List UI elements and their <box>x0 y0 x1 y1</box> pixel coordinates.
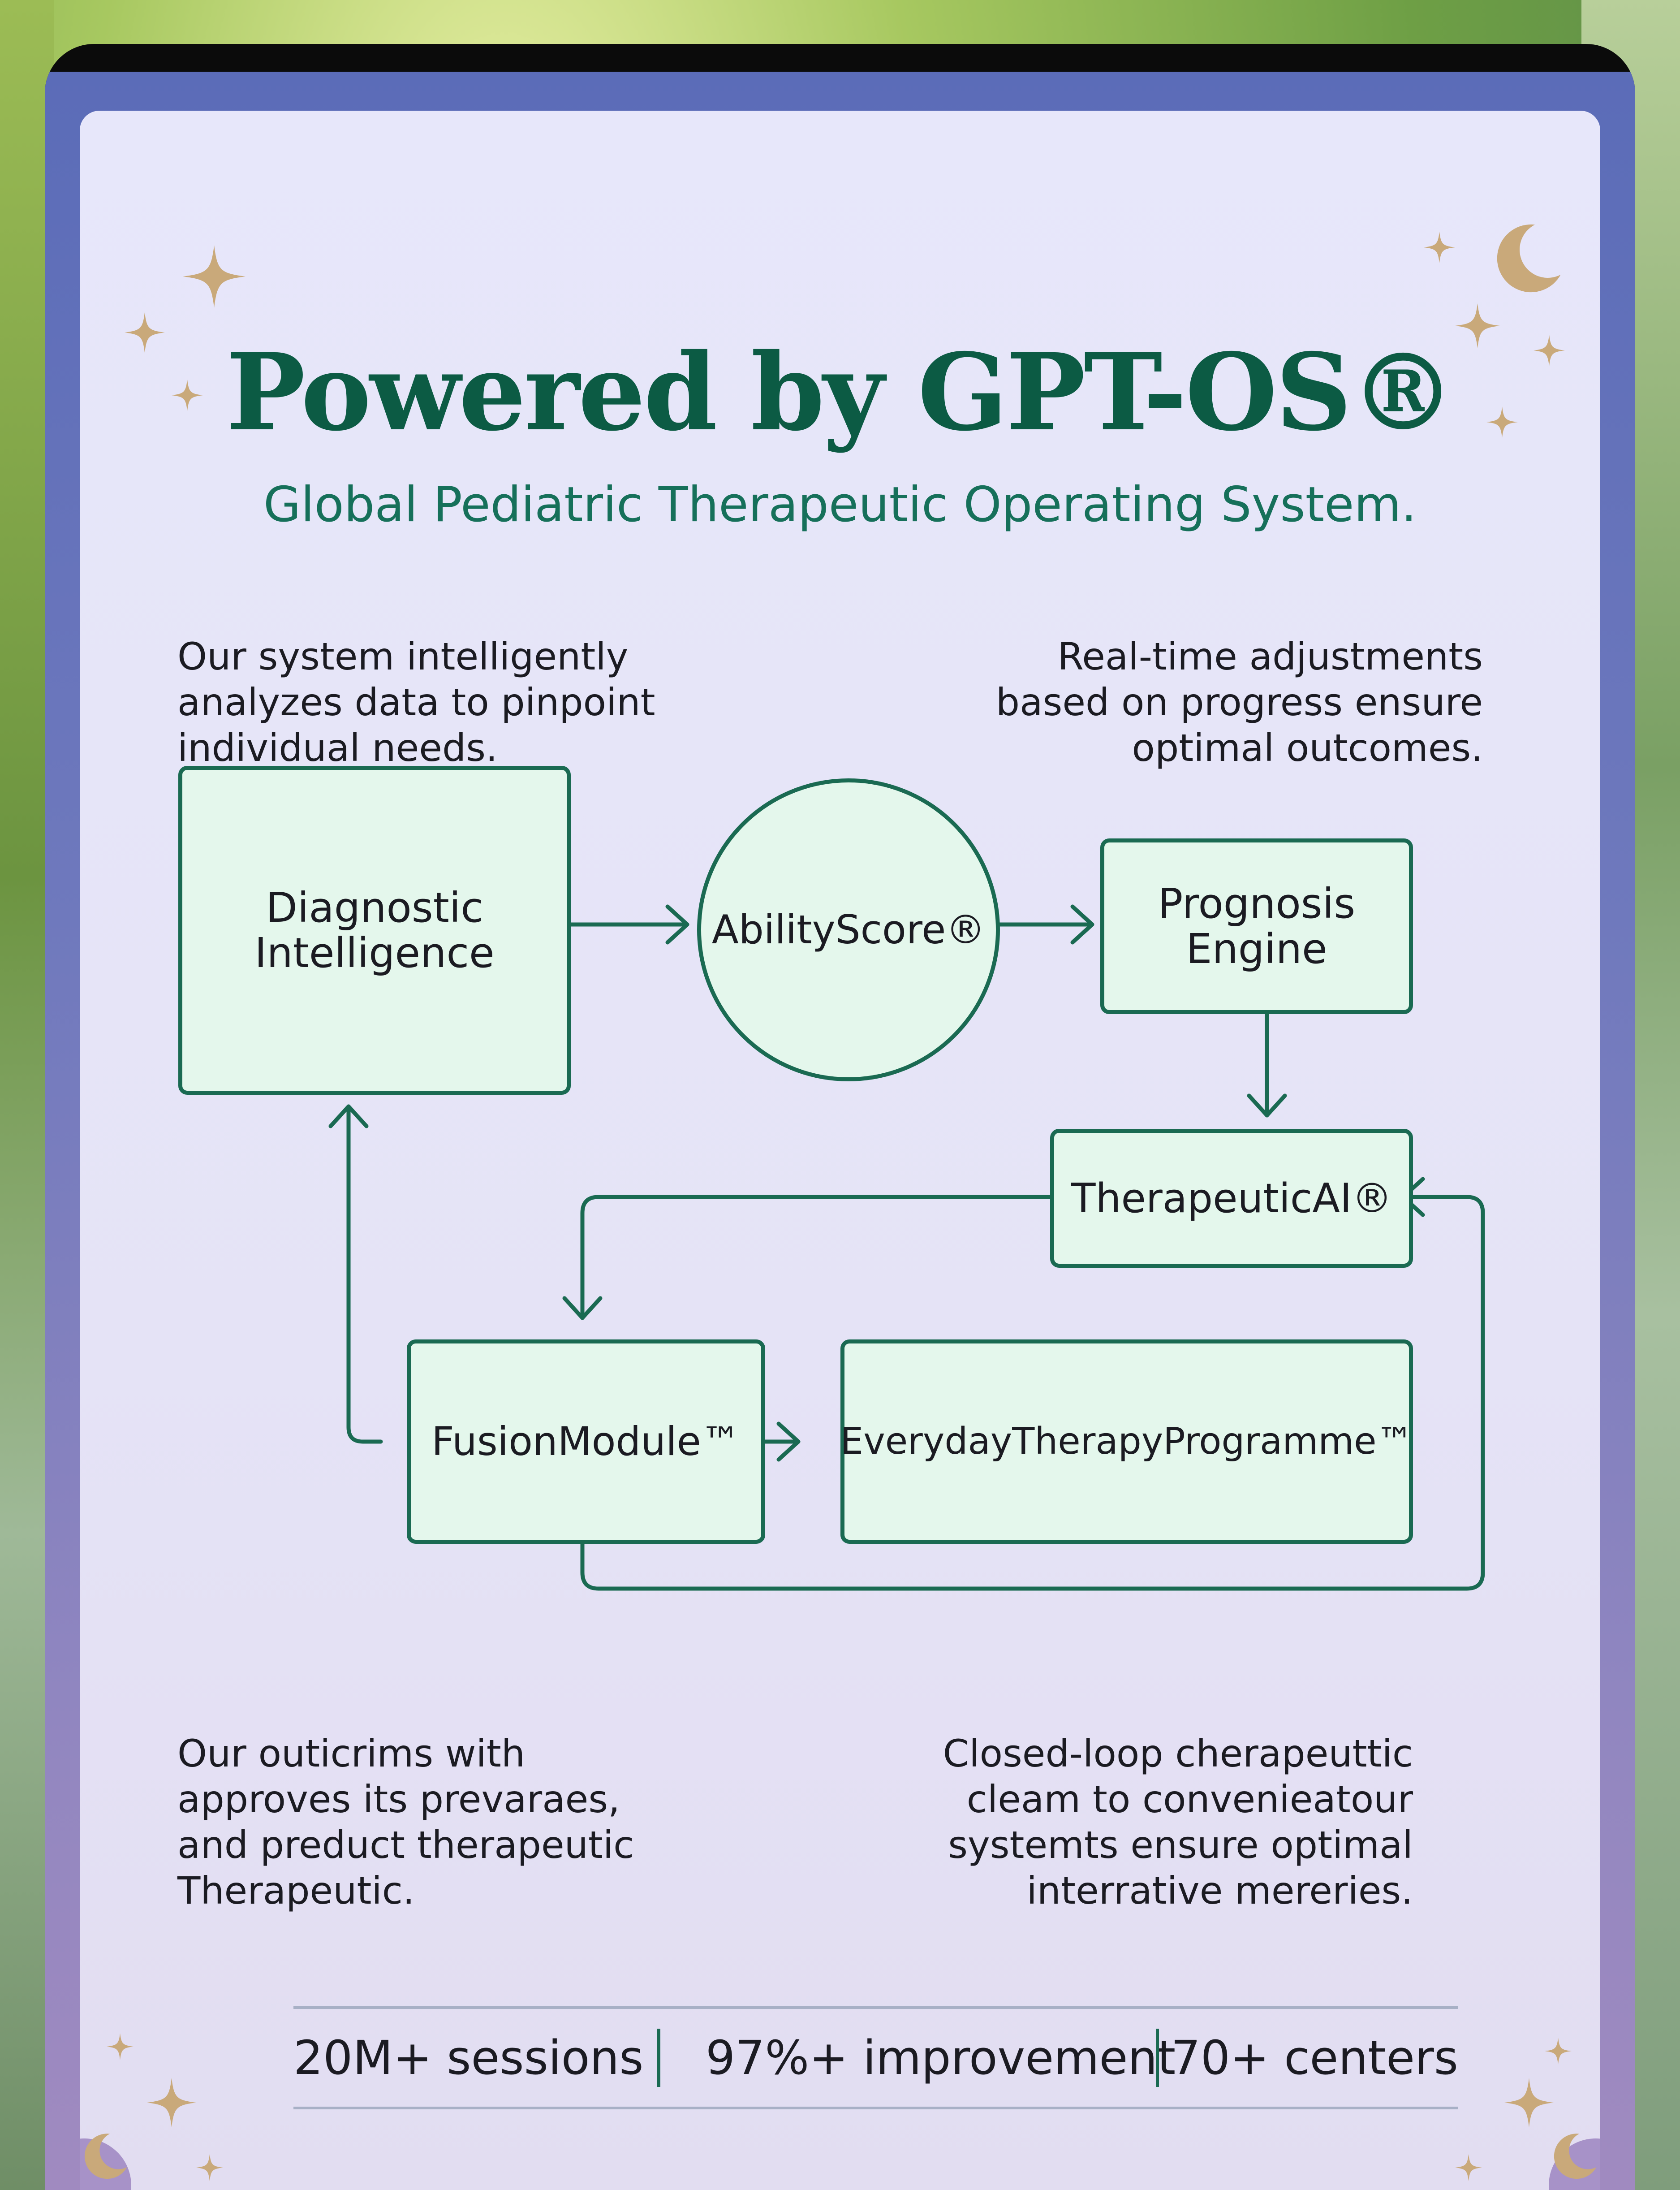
sparkle-icon <box>1455 2154 1482 2181</box>
node-abilityscore: AbilityScore® <box>697 778 1000 1081</box>
stat-sessions: 20M+ sessions <box>293 2030 644 2085</box>
node-therapeuticai: TherapeuticAI® <box>1050 1129 1413 1268</box>
sparkle-icon <box>1545 2038 1572 2065</box>
sparkle-icon <box>107 2033 134 2060</box>
sparkle-icon <box>147 2078 196 2127</box>
page-title: Powered by GPT-OS® <box>226 330 1456 454</box>
sparkle-icon <box>1534 335 1565 366</box>
sparkle-icon <box>196 2154 223 2181</box>
arrow-therapeuticai-to-fusion <box>580 1195 1064 1320</box>
sparkle-icon <box>1424 232 1455 263</box>
card-border: Powered by GPT-OS® Global Pediatric Ther… <box>45 72 1635 2190</box>
arrow-feedback-loop <box>580 1195 1485 1591</box>
stat-centers: 70+ centers <box>1171 2030 1458 2085</box>
sparkle-icon <box>1455 303 1500 348</box>
stat-improvement: 97%+ improvement <box>706 2030 1176 2085</box>
arrow-fusion-to-diagnostic <box>346 1104 383 1444</box>
sparkle-icon <box>1504 2078 1554 2127</box>
node-fusionmodule: FusionModule™ <box>407 1339 765 1544</box>
crescent-moon-icon <box>1554 2134 1597 2179</box>
crescent-moon-icon <box>1497 224 1561 293</box>
stat-divider <box>1156 2029 1159 2087</box>
sparkle-icon <box>125 312 165 353</box>
page-subtitle: Global Pediatric Therapeutic Operating S… <box>263 477 1417 533</box>
device-frame: Powered by GPT-OS® Global Pediatric Ther… <box>45 44 1635 2190</box>
intro-text-left: Our system intelligently analyzes data t… <box>177 635 655 770</box>
node-diagnostic-intelligence: Diagnostic Intelligence <box>178 766 571 1095</box>
stats-bar: 20M+ sessions 97%+ improvement 70+ cente… <box>293 2006 1458 2109</box>
info-card: Powered by GPT-OS® Global Pediatric Ther… <box>80 111 1600 2190</box>
sparkle-icon <box>172 380 203 411</box>
outro-text-left: Our outicrims with approves its prevarae… <box>177 1732 634 1913</box>
outro-text-right: Closed-loop cherapeuttic cleam to conven… <box>943 1732 1413 1913</box>
sparkle-icon <box>1486 406 1518 438</box>
stat-divider <box>657 2029 660 2087</box>
sparkle-icon <box>183 245 246 308</box>
node-everyday-therapy-programme: EverydayTherapyProgramme™ <box>840 1339 1413 1544</box>
node-prognosis-engine: Prognosis Engine <box>1100 838 1413 1014</box>
intro-text-right: Real-time adjustments based on progress … <box>995 635 1483 770</box>
crescent-moon-icon <box>84 2134 127 2179</box>
